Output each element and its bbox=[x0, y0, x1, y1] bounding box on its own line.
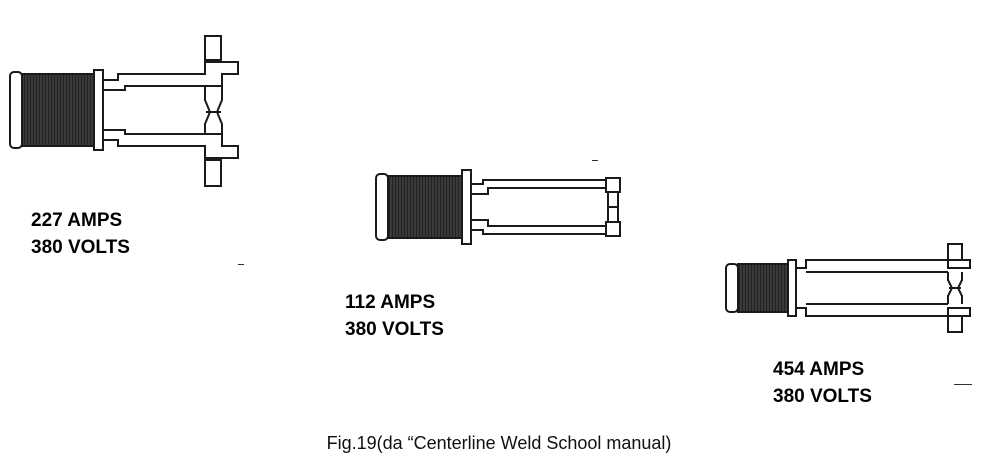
gun-2-amps: 112 AMPS bbox=[345, 292, 436, 313]
figure-caption: Fig.19(da “Centerline Weld School manual… bbox=[326, 433, 672, 453]
welding-gun-454-amps bbox=[725, 243, 971, 333]
scan-speck bbox=[592, 160, 598, 161]
gun-2-volts: 380 VOLTS bbox=[345, 319, 444, 340]
gun-3-amps: 454 AMPS bbox=[773, 359, 865, 380]
gun-2-label: 112 AMPS 380 VOLTS bbox=[345, 289, 444, 343]
scan-speck bbox=[954, 384, 972, 385]
gun-3-label: 454 AMPS 380 VOLTS bbox=[773, 356, 872, 410]
gun-1-label: 227 AMPS 380 VOLTS bbox=[31, 207, 130, 261]
welding-gun-227-amps bbox=[9, 35, 239, 187]
gun-1-volts: 380 VOLTS bbox=[31, 237, 130, 258]
gun-3-volts: 380 VOLTS bbox=[773, 386, 872, 407]
scan-speck bbox=[238, 264, 244, 265]
welding-gun-112-amps bbox=[375, 169, 621, 245]
gun-1-amps: 227 AMPS bbox=[31, 210, 123, 231]
